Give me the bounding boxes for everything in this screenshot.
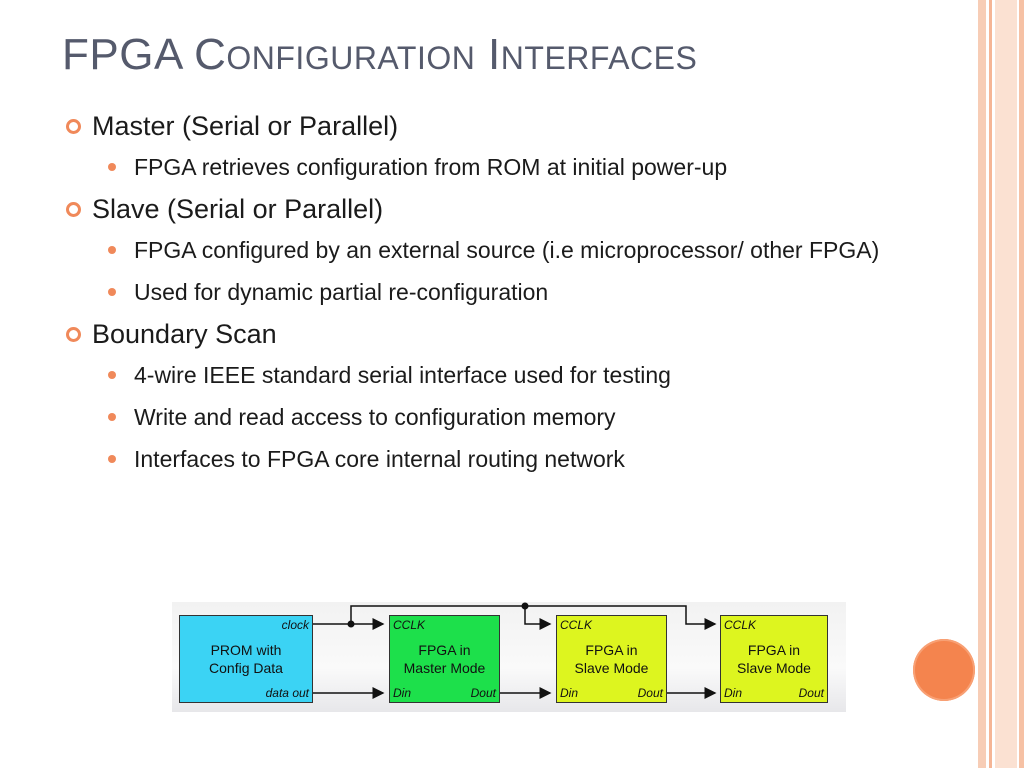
sub-bullet-text: FPGA retrieves configuration from ROM at…	[134, 154, 728, 180]
junction-dot	[521, 602, 529, 610]
sub-bullet-text: 4-wire IEEE standard serial interface us…	[134, 362, 671, 388]
bullet-text: Master (Serial or Parallel)	[92, 111, 399, 141]
bullet-list: Master (Serial or Parallel) FPGA retriev…	[62, 110, 892, 485]
pin-data-out-label: data out	[265, 686, 309, 700]
bullet-text: Slave (Serial or Parallel)	[92, 194, 384, 224]
pin-cclk-label: CCLK	[560, 618, 593, 632]
fpga-slave-label: FPGA in Slave Mode	[557, 641, 666, 677]
pin-din-label: Din	[724, 686, 743, 700]
fpga-label-line: Slave Mode	[737, 660, 811, 676]
bullet-slave: Slave (Serial or Parallel)	[62, 193, 892, 225]
slide-title: FPGA Configuration Interfaces	[62, 30, 697, 80]
sub-bullet-text: Used for dynamic partial re-configuratio…	[134, 279, 549, 305]
fpga-label-line: Master Mode	[403, 660, 486, 676]
sub-bullet-text: Write and read access to configuration m…	[134, 404, 616, 430]
dot-bullet-icon	[108, 413, 116, 421]
dot-bullet-icon	[108, 371, 116, 379]
fpga-label-line: Slave Mode	[574, 660, 649, 676]
decorative-stripe	[978, 0, 986, 768]
pin-dout-label: Dout	[470, 686, 496, 700]
decorative-stripe	[995, 0, 1017, 768]
fpga-label-line: FPGA in	[585, 642, 638, 658]
title-part: I	[475, 30, 501, 79]
pin-clock-label: clock	[281, 618, 309, 632]
ring-bullet-icon	[66, 119, 81, 134]
ring-bullet-icon	[66, 202, 81, 217]
fpga-master-block: CCLK FPGA in Master Mode Din Dout	[389, 615, 500, 703]
pin-din-label: Din	[393, 686, 412, 700]
pin-cclk-label: CCLK	[393, 618, 426, 632]
prom-block: clock PROM with Config Data data out	[179, 615, 313, 703]
pin-din-label: Din	[560, 686, 579, 700]
title-part: FPGA C	[62, 30, 227, 79]
sub-bullet: 4-wire IEEE standard serial interface us…	[62, 359, 892, 391]
pin-dout-label: Dout	[798, 686, 824, 700]
prom-label-line: PROM with	[210, 642, 282, 658]
sub-bullet: Used for dynamic partial re-configuratio…	[62, 276, 892, 308]
fpga-slave-block: CCLK FPGA in Slave Mode Din Dout	[556, 615, 667, 703]
dot-bullet-icon	[108, 455, 116, 463]
fpga-slave-block: CCLK FPGA in Slave Mode Din Dout	[720, 615, 828, 703]
ring-bullet-icon	[66, 327, 81, 342]
bullet-text: Boundary Scan	[92, 319, 277, 349]
configuration-diagram: clock PROM with Config Data data out CCL…	[172, 602, 846, 712]
sub-bullet-text: Interfaces to FPGA core internal routing…	[134, 446, 625, 472]
pin-dout-label: Dout	[637, 686, 663, 700]
pin-cclk-label: CCLK	[724, 618, 757, 632]
title-part: onfiguration	[226, 40, 476, 76]
clock-wire	[524, 606, 552, 630]
fpga-slave-label: FPGA in Slave Mode	[721, 641, 827, 677]
dot-bullet-icon	[108, 288, 116, 296]
decorative-stripe	[1019, 0, 1024, 768]
dot-bullet-icon	[108, 246, 116, 254]
junction-dot	[347, 620, 355, 628]
dot-bullet-icon	[108, 163, 116, 171]
bullet-master: Master (Serial or Parallel)	[62, 110, 892, 142]
fpga-master-label: FPGA in Master Mode	[390, 641, 499, 677]
prom-label: PROM with Config Data	[180, 641, 312, 677]
decorative-stripe	[989, 0, 992, 768]
title-part: nterfaces	[500, 40, 698, 76]
fpga-label-line: FPGA in	[747, 642, 801, 658]
sub-bullet: Interfaces to FPGA core internal routing…	[62, 443, 892, 475]
clock-wire	[350, 605, 717, 630]
decorative-circle	[913, 639, 975, 701]
diagram-wires	[313, 602, 717, 699]
prom-label-line: Config Data	[209, 660, 283, 676]
sub-bullet-text: FPGA configured by an external source (i…	[134, 237, 880, 263]
sub-bullet: Write and read access to configuration m…	[62, 401, 892, 433]
bullet-boundary-scan: Boundary Scan	[62, 318, 892, 350]
sub-bullet: FPGA configured by an external source (i…	[62, 234, 892, 266]
fpga-label-line: FPGA in	[418, 642, 471, 658]
sub-bullet: FPGA retrieves configuration from ROM at…	[62, 151, 892, 183]
